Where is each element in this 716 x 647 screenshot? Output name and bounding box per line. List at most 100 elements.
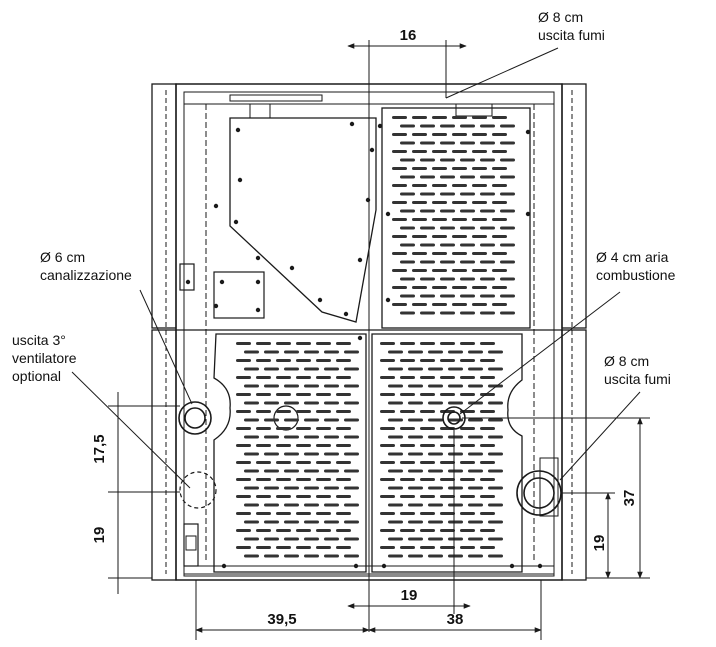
vent-slot — [452, 252, 467, 255]
label-duct-text: canalizzazione — [40, 267, 132, 283]
vent-slot — [440, 175, 455, 179]
vent-slot — [244, 367, 259, 371]
vent-slot — [460, 277, 475, 281]
vent-slot — [256, 461, 271, 464]
vent-slot — [324, 486, 339, 490]
vent-slot — [400, 495, 415, 498]
vent-slot — [492, 116, 507, 119]
vent-slot — [460, 546, 475, 549]
vent-slot — [336, 410, 351, 413]
vent-slot — [324, 350, 339, 354]
vent-slot — [316, 444, 331, 447]
vent-slot — [256, 342, 271, 345]
vent-slot — [336, 495, 351, 498]
vent-slot — [284, 435, 299, 439]
vent-slot — [236, 427, 251, 430]
vent-slot — [400, 243, 415, 247]
vent-slot — [488, 435, 503, 439]
dim-value-bottom-left: 39,5 — [267, 611, 296, 628]
vent-slot — [480, 546, 495, 549]
vent-slot — [276, 410, 291, 413]
vent-slot — [448, 418, 463, 422]
vent-slot — [276, 461, 291, 464]
vent-slot — [492, 218, 507, 221]
leader-lines — [71, 47, 641, 489]
vent-slot — [472, 218, 487, 221]
vent-slot — [408, 435, 423, 439]
vent-slot — [244, 435, 259, 439]
vent-slot — [344, 520, 359, 524]
vent-slot — [440, 376, 455, 379]
vent-slot — [440, 342, 455, 345]
vent-slot — [440, 277, 455, 281]
vent-slot — [344, 452, 359, 456]
vent-slot — [448, 503, 463, 507]
vent-slot — [400, 376, 415, 379]
vent-slot — [408, 520, 423, 524]
vent-slot — [408, 367, 423, 371]
vent-slot — [448, 486, 463, 490]
vent-slot — [400, 175, 415, 179]
vent-slot — [400, 342, 415, 345]
vent-slot — [452, 269, 467, 272]
vent-slot — [400, 209, 415, 213]
vent-slot — [324, 537, 339, 541]
vent-slot — [380, 342, 395, 345]
vent-slot — [236, 376, 251, 379]
vent-slot — [500, 277, 515, 281]
vent-slot — [440, 393, 455, 396]
vent-slot — [344, 537, 359, 541]
vent-slot — [400, 158, 415, 162]
vent-slot — [460, 294, 475, 298]
vent-slot — [388, 350, 403, 354]
vent-slot — [336, 512, 351, 515]
vent-slot — [468, 452, 483, 456]
dim-value-top: 16 — [400, 27, 417, 44]
label-flue-top-text: uscita fumi — [538, 27, 605, 43]
vent-slot — [388, 537, 403, 541]
vent-slot — [412, 184, 427, 187]
vent-slot — [408, 452, 423, 456]
vent-slot — [500, 175, 515, 179]
vent-slot — [448, 554, 463, 558]
vent-slot — [276, 393, 291, 396]
vent-slot — [500, 311, 515, 315]
vent-slot — [276, 427, 291, 430]
vent-slot — [408, 418, 423, 422]
vent-slot — [400, 359, 415, 362]
rivet — [255, 279, 261, 285]
flue-outlet-inner — [523, 477, 555, 509]
rivet — [317, 297, 323, 303]
vent-slot — [284, 469, 299, 473]
vent-slot — [492, 133, 507, 136]
vent-slot — [412, 218, 427, 221]
vent-slot — [432, 269, 447, 272]
vent-slot — [304, 384, 319, 388]
vent-slot — [420, 260, 435, 264]
vent-slot — [392, 235, 407, 238]
vent-slot — [392, 218, 407, 221]
vent-slot — [412, 303, 427, 306]
vent-slot — [244, 350, 259, 354]
vent-slot — [440, 444, 455, 447]
vent-slot — [440, 141, 455, 145]
vent-slot — [472, 286, 487, 289]
rivet — [235, 127, 241, 133]
vent-slot — [380, 529, 395, 532]
vent-slot — [304, 401, 319, 405]
vent-slot — [460, 226, 475, 230]
vent-slot — [392, 184, 407, 187]
vent-slot — [468, 384, 483, 388]
vent-slot — [244, 486, 259, 490]
vent-slot — [432, 252, 447, 255]
flue-outlet-right — [516, 470, 562, 516]
vent-slot — [324, 554, 339, 558]
vent-slot — [412, 116, 427, 119]
vent-slot — [480, 209, 495, 213]
vent-slot — [440, 226, 455, 230]
vent-slot — [432, 303, 447, 306]
rivet — [381, 563, 387, 569]
vent-slot — [276, 495, 291, 498]
upper-right-panel — [381, 107, 531, 329]
